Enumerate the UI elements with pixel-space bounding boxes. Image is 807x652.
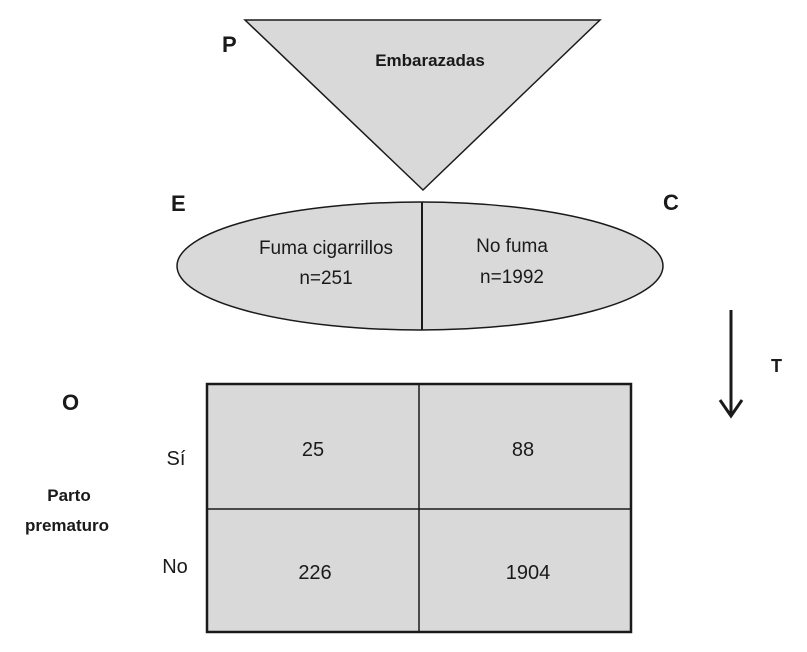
cell-exposed-yes: 25 [302,439,324,461]
cell-unexposed-no: 1904 [506,562,551,584]
row-label-si: Sí [167,448,186,470]
exposure-n: n=251 [299,268,352,289]
comparison-letter: C [663,190,679,215]
exposure-label: Fuma cigarrillos [259,238,393,259]
comparison-label: No fuma [476,236,548,257]
cell-unexposed-yes: 88 [512,439,534,461]
comparison-n: n=1992 [480,267,544,288]
exposure-letter: E [171,191,186,216]
outcome-label-line1: Parto [47,486,90,505]
population-triangle [243,19,602,192]
exposure-comparison-ellipse [176,201,664,331]
population-label: Embarazadas [375,51,485,70]
time-arrow-head [718,399,744,419]
outcome-letter: O [62,390,79,415]
cell-exposed-no: 226 [298,562,331,584]
outcome-label-line2: prematuro [25,516,109,535]
time-letter: T [771,356,782,376]
row-label-no: No [162,556,188,578]
population-letter: P [222,32,237,57]
